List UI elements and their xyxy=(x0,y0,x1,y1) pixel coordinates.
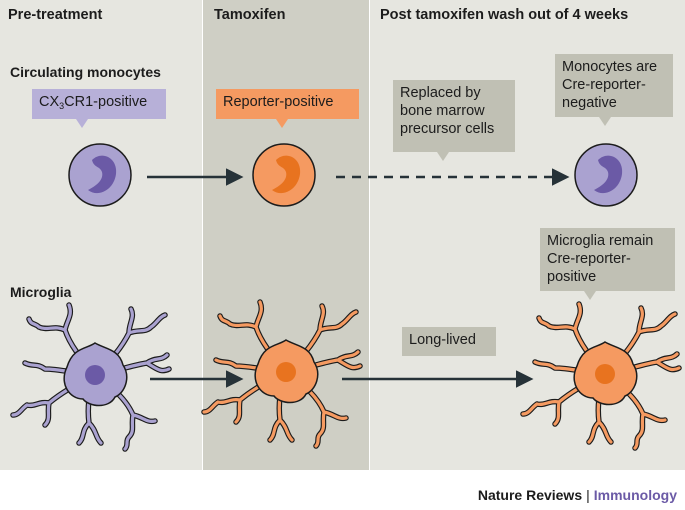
column-header-tamoxifen: Tamoxifen xyxy=(214,7,286,23)
row-label-microglia: Microglia xyxy=(10,284,72,300)
column-header-post: Post tamoxifen wash out of 4 weeks xyxy=(380,7,629,23)
monocyte-tamoxifen-cell xyxy=(252,143,316,207)
cx3cr1-positive-bubble: CX3CR1-positive xyxy=(32,89,166,128)
monocyte-pre-cell xyxy=(68,143,132,207)
footer-credit: Nature Reviews|Immunology xyxy=(478,487,677,503)
column-header-pre: Pre-treatment xyxy=(8,7,103,23)
microglia-post-cell xyxy=(523,304,679,448)
replaced-bubble: Replaced by bone marrow precursor cells xyxy=(393,80,515,161)
microglia-remain-bubble: Microglia remain Cre-reporter- positive xyxy=(540,228,675,300)
microglia-tamoxifen-cell xyxy=(204,302,360,446)
monocyte-post-cell xyxy=(574,143,638,207)
footer-separator: | xyxy=(586,487,590,503)
reporter-positive-bubble: Reporter-positive xyxy=(216,89,359,128)
diagram-artwork xyxy=(0,143,685,470)
long-lived-bubble: Long-lived xyxy=(402,327,496,356)
microglia-pre-cell xyxy=(13,305,169,449)
monocytes-negative-bubble: Monocytes are Cre-reporter- negative xyxy=(555,54,673,126)
footer-journal: Immunology xyxy=(593,487,677,503)
row-label-monocytes: Circulating monocytes xyxy=(10,64,161,80)
footer-publisher: Nature Reviews xyxy=(477,487,583,503)
